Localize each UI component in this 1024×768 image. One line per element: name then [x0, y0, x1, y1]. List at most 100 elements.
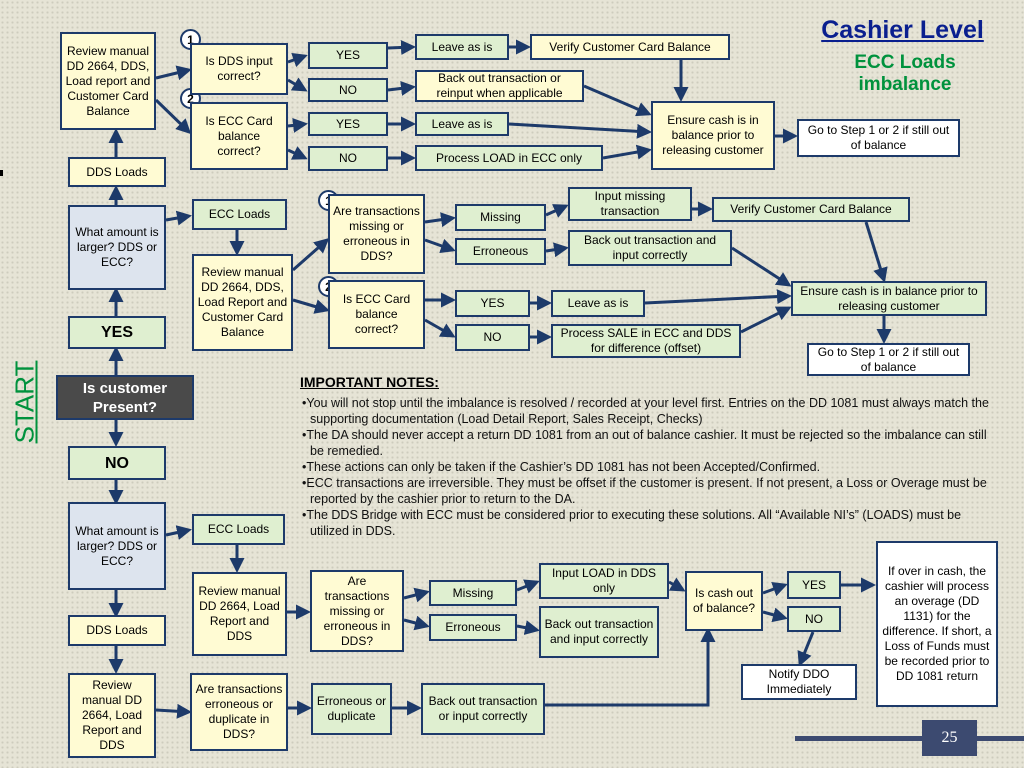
edge-tick — [0, 170, 3, 176]
arrow-what-to-eccloads-no — [165, 525, 192, 540]
cash-out-of-balance-question: Is cash out of balance? — [685, 571, 763, 631]
goto-step-box-yes: Go to Step 1 or 2 if still out of balanc… — [807, 343, 970, 376]
erroneous-box-no: Erroneous — [429, 614, 517, 641]
what-amount-larger-box: What amount is larger? DDS or ECC? — [68, 205, 166, 290]
no-box-no-path: NO — [787, 606, 841, 632]
footer-bar-left — [795, 736, 922, 741]
note-item: •ECC transactions are irreversible. They… — [302, 476, 987, 506]
backout-input-box-no: Back out transaction and input correctly — [539, 606, 659, 658]
note-item: •The DDS Bridge with ECC must be conside… — [302, 508, 962, 538]
verify-card-balance-box: Verify Customer Card Balance — [530, 34, 730, 60]
page-number: 25 — [922, 720, 977, 756]
erroneous-box: Erroneous — [455, 238, 546, 265]
goto-step-box: Go to Step 1 or 2 if still out of balanc… — [797, 119, 960, 157]
yes-box-1: YES — [308, 42, 388, 69]
leave-as-is-box-yes: Leave as is — [551, 290, 645, 317]
footer-bar-right — [977, 736, 1024, 741]
ecc-loads-box: ECC Loads — [192, 199, 287, 230]
missing-box: Missing — [455, 204, 546, 231]
page-title: Cashier Level — [821, 16, 984, 44]
arrow-inputload-to-cashq — [668, 577, 686, 592]
no-branch-box: NO — [68, 446, 166, 480]
arrow-ddsq-to-no — [287, 77, 308, 92]
arrow-missing-to-input — [545, 204, 569, 218]
input-load-box: Input LOAD in DDS only — [539, 563, 669, 599]
process-sale-box: Process SALE in ECC and DDS for differen… — [551, 324, 741, 358]
arrow-no1-to-backout — [387, 80, 416, 96]
no-box-1: NO — [308, 78, 388, 102]
arrow-erroneous-to-backout — [545, 242, 569, 258]
yes-box-yes-path: YES — [455, 290, 530, 317]
dds-loads-box-no: DDS Loads — [68, 615, 166, 646]
note-item: •These actions can only be taken if the … — [302, 460, 821, 474]
review-dd2664-ecc-box: Review manual DD 2664, Load Report and D… — [192, 572, 287, 656]
process-load-box: Process LOAD in ECC only — [415, 145, 603, 171]
start-label: START — [9, 360, 40, 444]
arrow-erroneous-to-backout-no — [516, 620, 540, 636]
review-dd2664-box-yes: Review manual DD 2664, DDS, Load Report … — [192, 254, 293, 351]
yes-branch-box: YES — [68, 316, 166, 349]
important-notes: IMPORTANT NOTES: •You will not stop unti… — [300, 374, 990, 539]
arrow-cardq-to-no2 — [424, 318, 456, 338]
no-box-yes-path: NO — [455, 324, 530, 351]
backout-input-box: Back out transaction and input correctly — [568, 230, 732, 266]
erroneous-duplicate-box: Erroneous or duplicate — [311, 683, 392, 735]
arrow-cashq-to-yes — [762, 582, 788, 597]
arrow-review-to-cardq — [292, 298, 330, 314]
input-missing-box: Input missing transaction — [568, 187, 692, 221]
review-dd2664-dds-box: Review manual DD 2664, Load Report and D… — [68, 673, 156, 758]
arrow-review-to-card-q — [154, 98, 192, 135]
arrow-txq-to-missing — [424, 212, 456, 228]
yes-box-2: YES — [308, 112, 388, 136]
arrow-no-to-notify — [797, 631, 815, 667]
leave-as-is-box-1: Leave as is — [415, 34, 509, 60]
tx-erroneous-question: Are transactions erroneous or duplicate … — [190, 673, 288, 751]
arrow-txq-to-erroneous — [424, 238, 456, 254]
tx-missing-question-no: Are transactions missing or erroneous in… — [310, 570, 404, 652]
backout-input-box-2: Back out transaction or input correctly — [421, 683, 545, 735]
page-subtitle: ECC Loads imbalance — [854, 52, 956, 95]
arrow-leave2-to-ensure — [508, 122, 652, 139]
note-item: •The DA should never accept a return DD … — [302, 428, 987, 458]
arrow-missing-to-inputload — [516, 579, 540, 594]
note-item: •You will not stop until the imbalance i… — [302, 396, 989, 426]
arrow-ddsq-to-yes — [287, 52, 308, 68]
arrow-txq-to-missing-no — [403, 587, 430, 603]
dds-input-question: Is DDS input correct? — [190, 43, 288, 95]
arrow-review-to-txq — [292, 238, 330, 272]
arrow-verify-to-ensure2 — [864, 221, 888, 283]
arrow-txq-to-erroneous-no — [403, 615, 430, 631]
ensure-cash-box: Ensure cash is in balance prior to relea… — [651, 101, 775, 170]
arrow-yes1-to-leave — [387, 39, 416, 55]
arrow-backout-to-ensure2 — [731, 246, 792, 287]
arrow-backout2-to-cashq — [545, 627, 716, 707]
notes-heading: IMPORTANT NOTES: — [300, 374, 439, 390]
arrow-sale-to-ensure2 — [740, 306, 792, 334]
backout-reinput-box: Back out transaction or reinput when app… — [415, 70, 584, 102]
arrow-cashq-to-no — [762, 607, 788, 623]
verify-card-balance-box-yes: Verify Customer Card Balance — [712, 197, 910, 222]
ecc-card-question: Is ECC Card balance correct? — [190, 102, 288, 170]
notify-ddo-box: Notify DDO Immediately — [741, 664, 857, 700]
review-dd2664-box: Review manual DD 2664, DDS, Load report … — [60, 32, 156, 130]
over-short-instructions: If over in cash, the cashier will proces… — [876, 541, 998, 707]
leave-as-is-box-2: Leave as is — [415, 112, 509, 136]
arrow-review-to-dds-q — [155, 65, 192, 81]
ecc-loads-box-no: ECC Loads — [192, 514, 285, 545]
arrow-backout-to-ensure — [583, 84, 652, 117]
arrow-process-to-ensure — [602, 144, 652, 160]
dds-loads-box: DDS Loads — [68, 157, 166, 187]
missing-box-no: Missing — [429, 580, 517, 606]
ecc-card-question-yes: Is ECC Card balance correct? — [328, 280, 425, 349]
arrow-leave-to-ensure2 — [644, 289, 792, 305]
arrow-review-to-errq — [155, 703, 192, 719]
customer-present-question: Is customer Present? — [56, 375, 194, 420]
yes-box-no-path: YES — [787, 571, 841, 599]
arrow-what-to-eccloads — [165, 210, 192, 226]
arrow-cardq-to-no — [287, 146, 308, 160]
tx-missing-question: Are transactions missing or erroneous in… — [328, 194, 425, 274]
arrow-cardq-to-yes — [287, 117, 308, 133]
ensure-cash-box-yes: Ensure cash is in balance prior to relea… — [791, 281, 987, 316]
no-box-2: NO — [308, 146, 388, 171]
